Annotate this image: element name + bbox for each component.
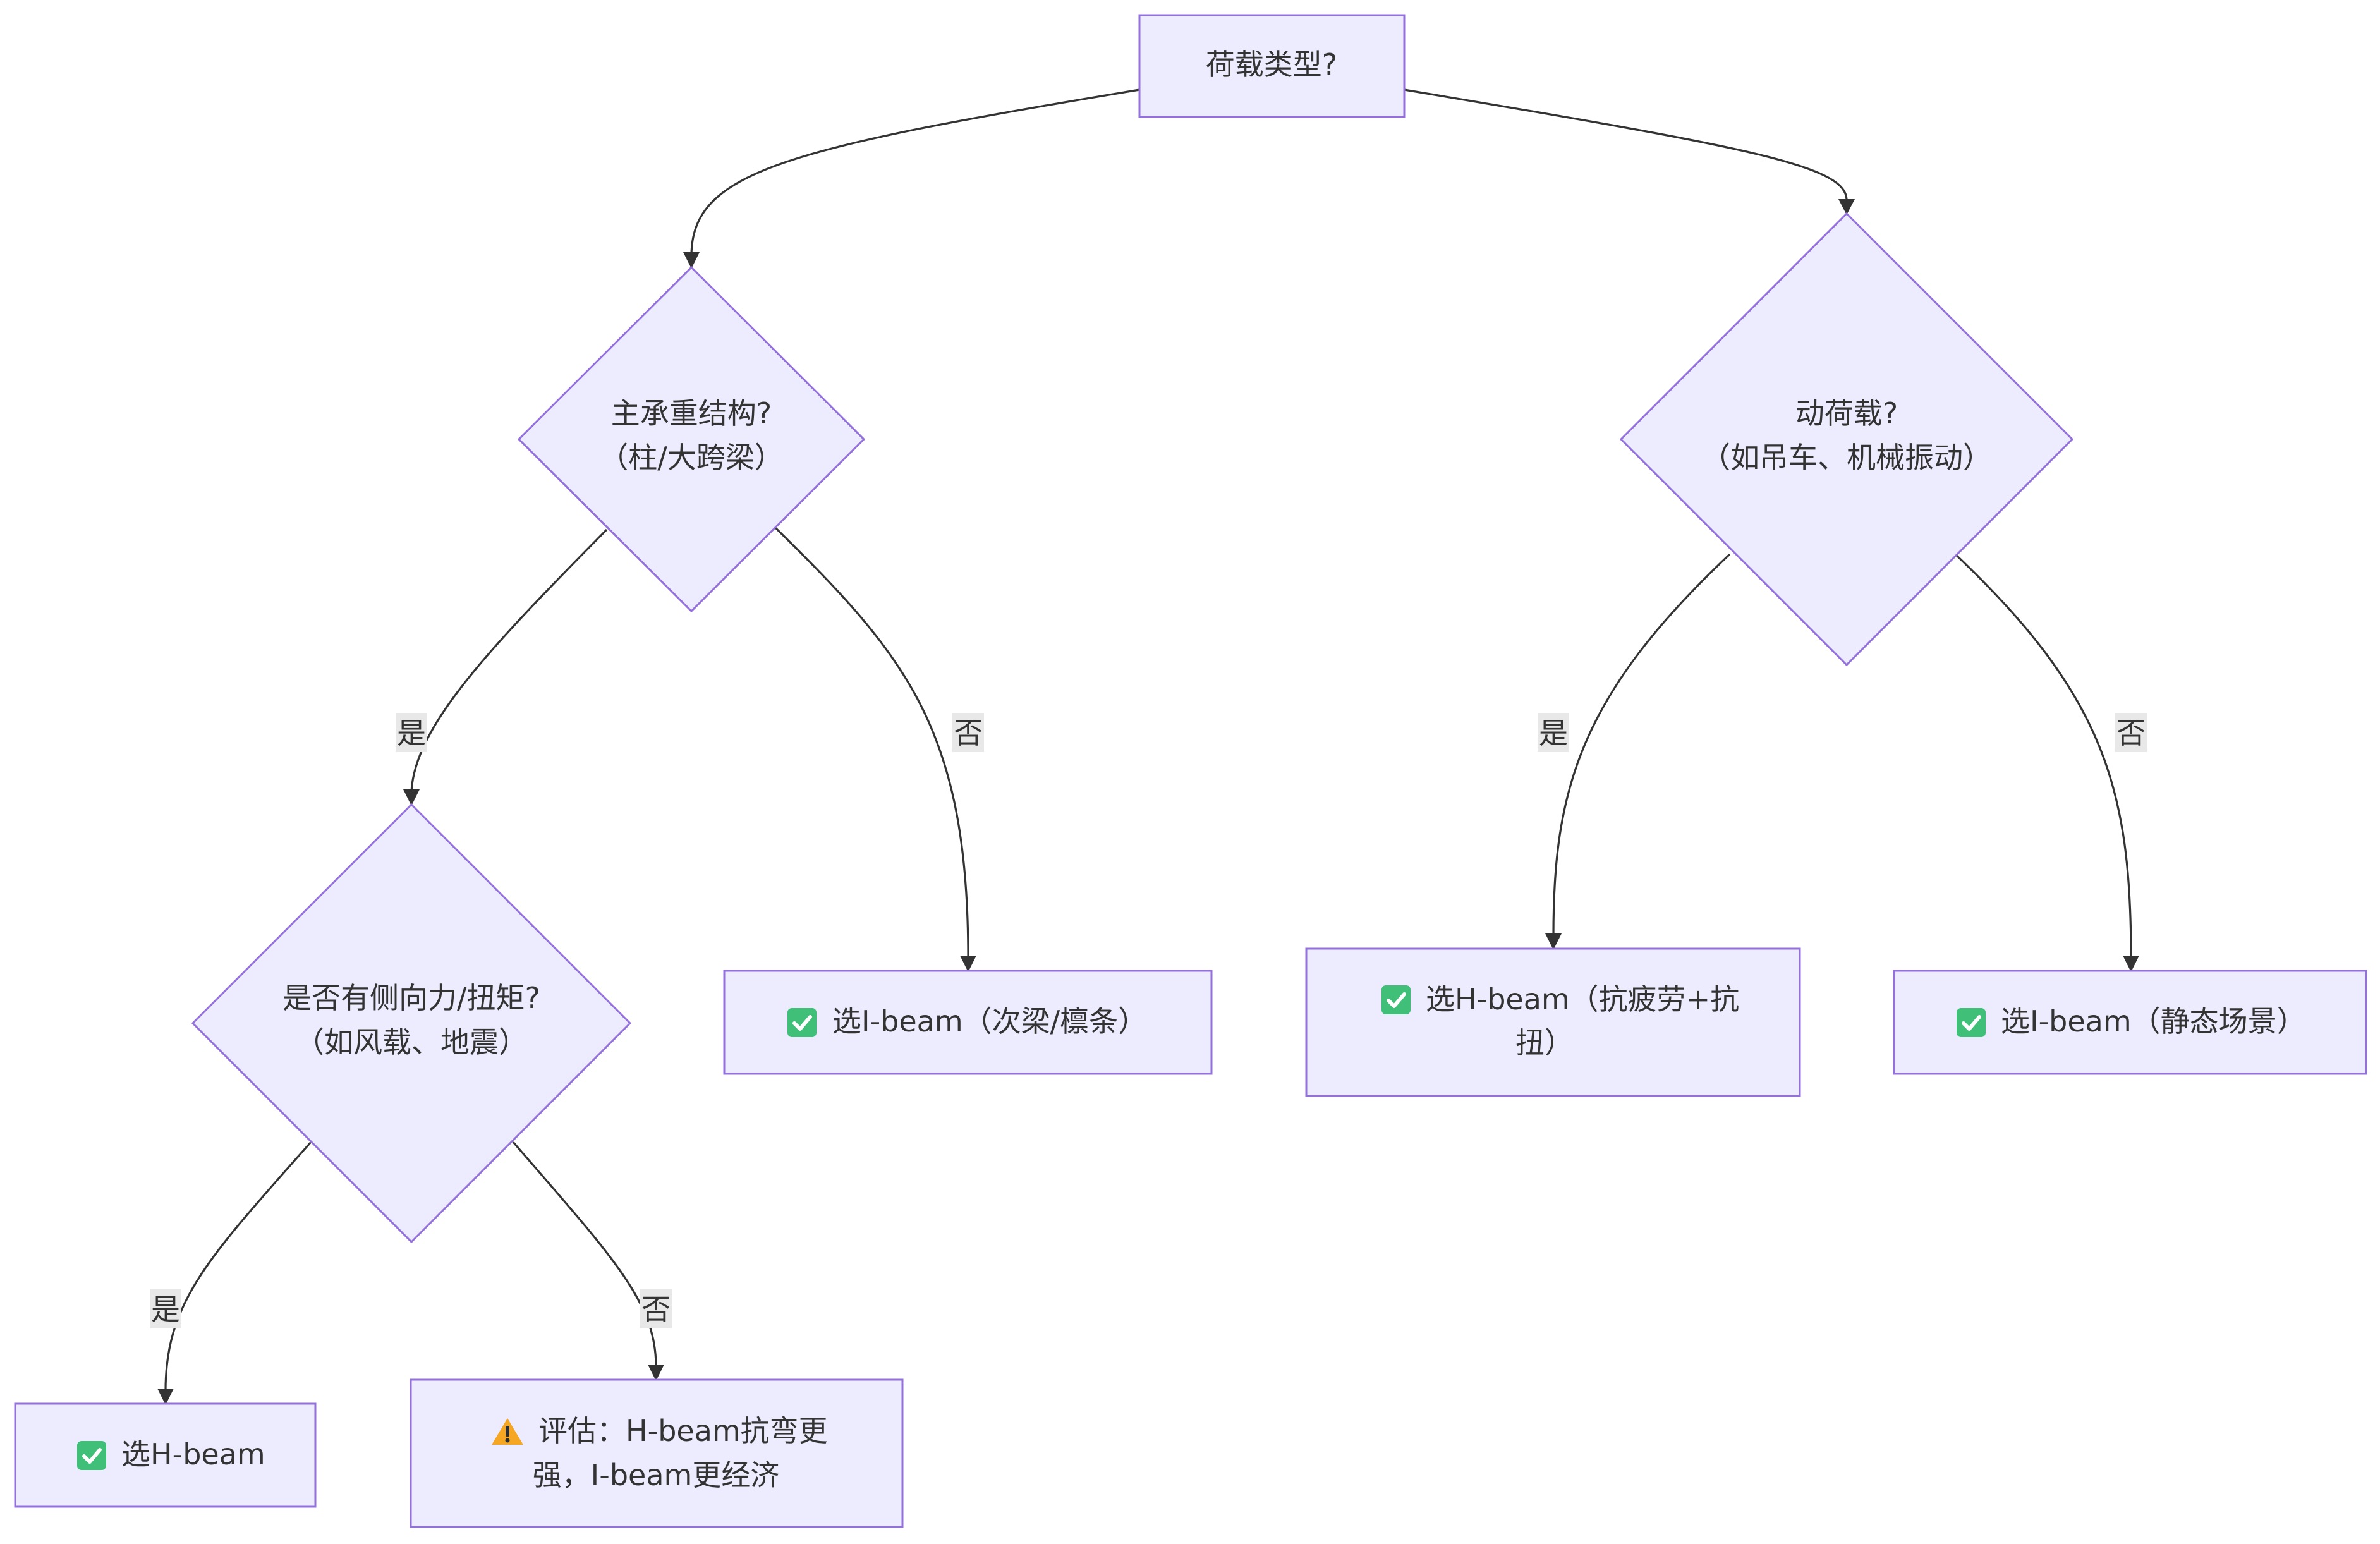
edge-label-text: 是 xyxy=(397,716,426,750)
edge-label-main-yes: 是 xyxy=(396,713,427,752)
edge-label-text: 否 xyxy=(2116,716,2146,750)
node-load-type: 荷载类型? xyxy=(1138,14,1406,118)
edge-label-lateral-no: 否 xyxy=(640,1289,672,1328)
node-h-beam-fatigue-line1: 选H-beam（抗疲劳+抗 xyxy=(1426,982,1739,1016)
edge-main-no xyxy=(774,526,976,972)
node-i-beam-secondary-label: 选I-beam（次梁/檩条） xyxy=(832,1004,1147,1038)
check-icon xyxy=(1957,1008,1986,1037)
node-evaluate: 评估：H-beam抗弯更 强，I-beam更经济 xyxy=(410,1378,904,1528)
node-load-type-label: 荷载类型? xyxy=(1206,47,1337,82)
node-h-beam: 选H-beam xyxy=(14,1402,317,1508)
edge-label-text: 是 xyxy=(151,1292,180,1327)
edge-lateral-yes xyxy=(157,1141,312,1405)
edge-label-text: 是 xyxy=(1539,716,1568,750)
node-i-beam-static-label: 选I-beam（静态场景） xyxy=(2001,1004,2306,1038)
node-main-structure-line2: （柱/大跨梁） xyxy=(599,441,784,475)
node-evaluate-line2: 强，I-beam更经济 xyxy=(533,1458,780,1492)
check-icon xyxy=(787,1008,817,1037)
node-evaluate-line1: 评估：H-beam抗弯更 xyxy=(538,1414,828,1448)
edge-label-text: 否 xyxy=(954,716,983,750)
check-icon xyxy=(1381,985,1411,1014)
edge-load-to-main xyxy=(683,88,1140,269)
edge-labels: 是 否 是 否 是 否 xyxy=(150,713,2147,1328)
node-dynamic-load-line1: 动荷载? xyxy=(1795,396,1898,430)
edge-label-dynamic-no: 否 xyxy=(2115,713,2147,752)
check-icon xyxy=(77,1441,106,1470)
warning-icon xyxy=(492,1418,523,1445)
node-i-beam-static: 选I-beam（静态场景） xyxy=(1893,970,2367,1075)
node-lateral-force-line1: 是否有侧向力/扭矩? xyxy=(282,981,540,1015)
edge-label-text: 否 xyxy=(641,1292,671,1327)
node-main-structure-line1: 主承重结构? xyxy=(611,396,772,430)
node-main-structure: 主承重结构? （柱/大跨梁） xyxy=(517,265,866,613)
node-dynamic-load-line2: （如吊车、机械振动） xyxy=(1701,441,1992,475)
edge-label-dynamic-yes: 是 xyxy=(1538,713,1569,752)
edge-label-lateral-yes: 是 xyxy=(150,1289,181,1328)
node-lateral-force: 是否有侧向力/扭矩? （如风载、地震） xyxy=(191,803,632,1244)
node-lateral-force-line2: （如风载、地震） xyxy=(295,1025,528,1059)
edge-dynamic-no xyxy=(1954,553,2139,972)
edge-label-main-no: 否 xyxy=(952,713,984,752)
node-h-beam-fatigue-line2: 扭） xyxy=(1515,1026,1574,1060)
edges xyxy=(157,88,2139,1405)
node-i-beam-secondary: 选I-beam（次梁/檩条） xyxy=(723,970,1213,1075)
node-h-beam-fatigue: 选H-beam（抗疲劳+抗 扭） xyxy=(1305,947,1801,1097)
node-h-beam-label: 选H-beam xyxy=(121,1437,265,1471)
edge-load-to-dynamic xyxy=(1404,88,1855,215)
node-dynamic-load: 动荷载? （如吊车、机械振动） xyxy=(1619,212,2074,667)
edge-dynamic-yes xyxy=(1545,553,1731,950)
edge-main-yes xyxy=(403,528,608,806)
edge-lateral-no xyxy=(512,1141,664,1381)
